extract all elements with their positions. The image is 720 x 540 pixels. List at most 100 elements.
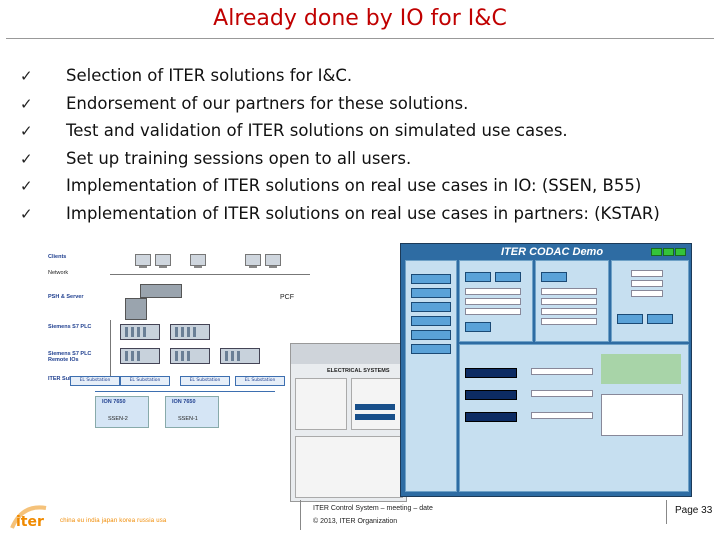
codac-field bbox=[631, 290, 663, 297]
screenshot-value bbox=[355, 404, 395, 410]
client-pc-icon bbox=[135, 254, 151, 268]
ion-meter: ION 7650 bbox=[165, 396, 219, 428]
codac-readout bbox=[465, 390, 517, 400]
siemens-plc-label: Siemens S7 PLC bbox=[48, 324, 92, 330]
pcf-label: PCF bbox=[280, 294, 294, 301]
network-line bbox=[110, 274, 310, 275]
bullet-text: Implementation of ITER solutions on real… bbox=[66, 176, 642, 195]
codac-indicator-block bbox=[601, 354, 681, 384]
bullet-text: Set up training sessions open to all use… bbox=[66, 148, 412, 168]
screenshot-toolbar bbox=[291, 344, 406, 364]
screenshot-header: ELECTRICAL SYSTEMS bbox=[327, 368, 390, 374]
codac-button bbox=[647, 314, 673, 324]
server-rack-icon bbox=[125, 298, 147, 320]
client-pc-icon bbox=[265, 254, 281, 268]
substation-box: EL Substation bbox=[70, 376, 120, 386]
siemens-remote-label: Siemens S7 PLC Remote IOs bbox=[48, 351, 92, 363]
screenshot-panel bbox=[295, 378, 347, 430]
ion-label: ION 7650 bbox=[102, 399, 126, 405]
bullet-item: ✓ Set up training sessions open to all us… bbox=[20, 145, 660, 173]
remote-io-icon bbox=[120, 348, 160, 364]
codac-field bbox=[531, 412, 593, 419]
codac-button bbox=[411, 302, 451, 312]
codac-field bbox=[531, 368, 593, 375]
client-pc-icon bbox=[155, 254, 171, 268]
footer-meeting: ITER Control System – meeting – date bbox=[313, 505, 433, 512]
codac-field bbox=[465, 288, 521, 295]
bullet-item: ✓ Selection of ITER solutions for I&C. bbox=[20, 62, 660, 90]
iter-logo: iter bbox=[10, 505, 47, 530]
title-divider bbox=[6, 38, 714, 39]
codac-button bbox=[411, 274, 451, 284]
bullet-text: Implementation of ITER solutions on real… bbox=[66, 203, 660, 223]
codac-button bbox=[495, 272, 521, 282]
checkmark-icon: ✓ bbox=[20, 149, 33, 168]
codac-readout bbox=[465, 412, 517, 422]
substation-box: EL Substation bbox=[120, 376, 170, 386]
codac-table bbox=[601, 394, 683, 436]
ion-meter: ION 7650 bbox=[95, 396, 149, 428]
checkmark-icon: ✓ bbox=[20, 177, 33, 195]
codac-field bbox=[531, 390, 593, 397]
page-number: Page 33 bbox=[675, 505, 713, 516]
bus-line bbox=[95, 391, 275, 392]
codac-button bbox=[411, 344, 451, 354]
bullet-text: Selection of ITER solutions for I&C. bbox=[66, 66, 353, 85]
bullet-item: ✓ Test and validation of ITER solutions o… bbox=[20, 117, 660, 145]
codac-field bbox=[541, 288, 597, 295]
slide-title: Already done by IO for I&C bbox=[213, 6, 507, 31]
footer-divider bbox=[300, 500, 301, 530]
footer-divider bbox=[666, 500, 667, 524]
bullet-text: Endorsement of our partners for these so… bbox=[66, 93, 469, 113]
codac-button bbox=[617, 314, 643, 324]
codac-field bbox=[465, 308, 521, 315]
screenshot-panel bbox=[295, 436, 403, 498]
codac-field bbox=[465, 298, 521, 305]
clients-label: Clients bbox=[48, 254, 67, 260]
codac-field bbox=[631, 270, 663, 277]
ssen-box-label: SSEN-1 bbox=[178, 416, 198, 422]
bullet-item: ✓ Endorsement of our partners for these s… bbox=[20, 90, 660, 118]
remote-io-icon bbox=[170, 348, 210, 364]
client-pc-icon bbox=[245, 254, 261, 268]
plc-icon bbox=[120, 324, 160, 340]
bullet-list: ✓ Selection of ITER solutions for I&C. ✓ E… bbox=[20, 62, 660, 227]
codac-button bbox=[411, 288, 451, 298]
codac-button bbox=[465, 272, 491, 282]
bullet-item: ✓ Implementation of ITER solutions on rea… bbox=[20, 172, 660, 200]
checkmark-icon: ✓ bbox=[20, 94, 33, 113]
svg-text:iter: iter bbox=[16, 514, 44, 530]
ion-label: ION 7650 bbox=[172, 399, 196, 405]
footer-copyright: © 2013, ITER Organization bbox=[313, 518, 398, 525]
codac-button bbox=[411, 316, 451, 326]
server-icon bbox=[140, 284, 182, 298]
codac-field bbox=[541, 318, 597, 325]
codac-field bbox=[541, 298, 597, 305]
status-led-icon bbox=[663, 248, 674, 256]
bullet-item: ✓Implementation of ITER solutions on rea… bbox=[20, 200, 660, 228]
checkmark-icon: ✓ bbox=[20, 67, 33, 85]
codac-field bbox=[631, 280, 663, 287]
codac-button bbox=[541, 272, 567, 282]
plc-icon bbox=[170, 324, 210, 340]
checkmark-icon: ✓ bbox=[20, 122, 33, 140]
substation-box: EL Substation bbox=[180, 376, 230, 386]
codac-button bbox=[411, 330, 451, 340]
network-label: Network bbox=[48, 270, 69, 276]
codac-readout bbox=[465, 368, 517, 378]
architecture-diagram: Clients Network PSH & Server PCF Siemens… bbox=[40, 246, 390, 516]
codac-button bbox=[465, 322, 491, 332]
ssen-box-label: SSEN-2 bbox=[108, 416, 128, 422]
screenshot-value bbox=[355, 414, 395, 420]
status-led-icon bbox=[675, 248, 686, 256]
psh-label: PSH & Server bbox=[48, 294, 84, 300]
remote-io-icon bbox=[220, 348, 260, 364]
bullet-text: Test and validation of ITER solutions on… bbox=[66, 121, 568, 140]
substation-box: EL Substation bbox=[235, 376, 285, 386]
codac-field bbox=[541, 308, 597, 315]
footer-tagline: china eu india japan korea russia usa bbox=[60, 518, 167, 524]
codac-title: ITER CODAC Demo bbox=[501, 246, 604, 258]
codac-demo-screenshot: ITER CODAC Demo bbox=[400, 243, 692, 497]
electrical-systems-screenshot: ELECTRICAL SYSTEMS bbox=[290, 343, 407, 502]
codac-side-panel bbox=[405, 260, 457, 492]
